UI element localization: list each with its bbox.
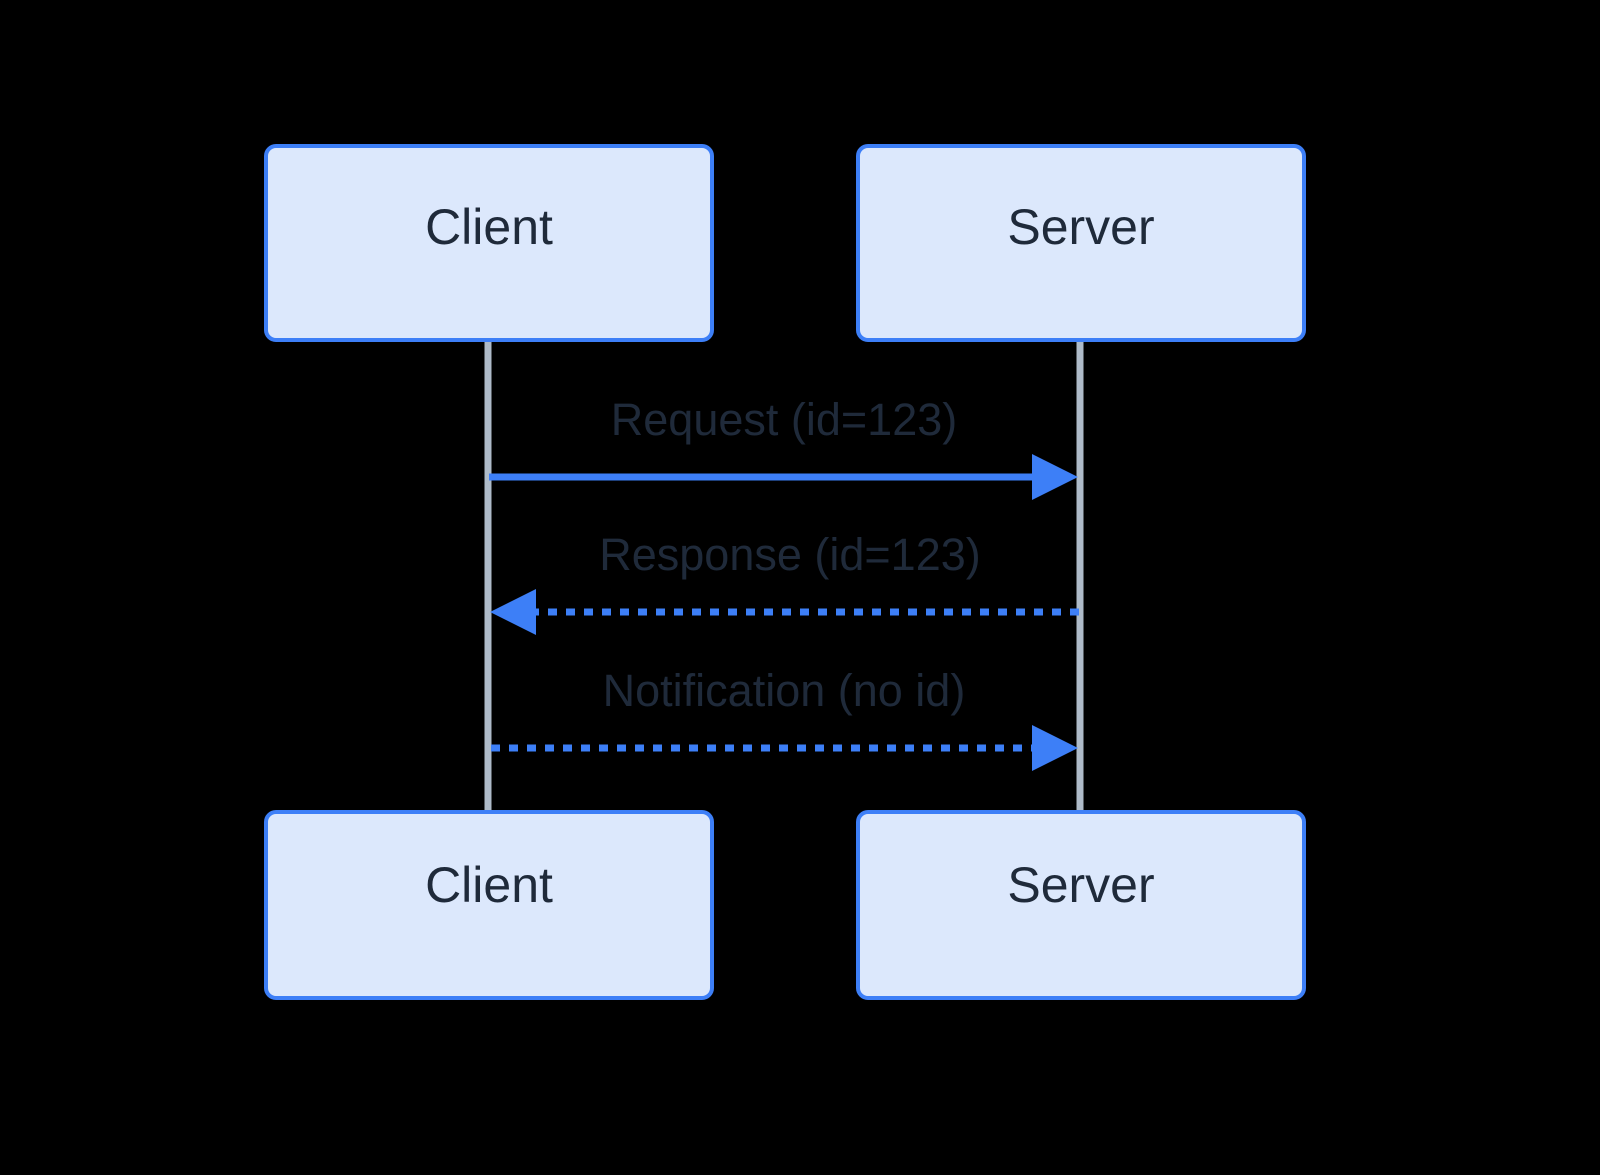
arrow-head-right-icon [1032, 454, 1078, 500]
participant-client-top[interactable]: Client [264, 144, 714, 342]
message-label: Request (id=123) [611, 394, 957, 445]
arrow-head-right-icon [1032, 725, 1078, 771]
participant-server-top[interactable]: Server [856, 144, 1306, 342]
message-request[interactable]: Request (id=123) [489, 394, 1078, 500]
message-notification[interactable]: Notification (no id) [491, 665, 1078, 771]
participant-server-bottom[interactable]: Server [856, 810, 1306, 1000]
message-response[interactable]: Response (id=123) [490, 529, 1079, 635]
participant-label: Server [1007, 199, 1154, 255]
participant-box [856, 810, 1306, 1000]
message-label: Response (id=123) [599, 529, 981, 580]
participant-client-bottom[interactable]: Client [264, 810, 714, 1000]
participant-box [264, 144, 714, 342]
arrow-head-left-icon [490, 589, 536, 635]
participant-label: Client [425, 857, 553, 913]
message-label: Notification (no id) [603, 665, 966, 716]
participant-label: Client [425, 199, 553, 255]
participant-box [856, 144, 1306, 342]
participant-label: Server [1007, 857, 1154, 913]
participant-box [264, 810, 714, 1000]
